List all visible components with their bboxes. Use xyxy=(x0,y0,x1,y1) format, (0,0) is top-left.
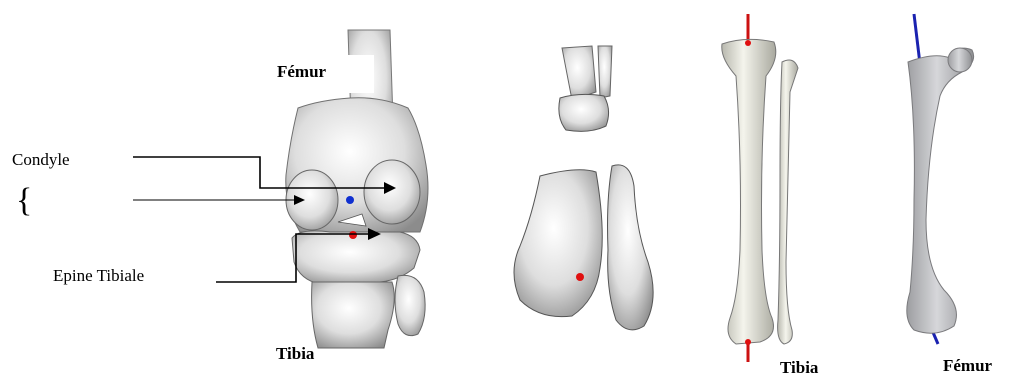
femur-label-top: Fémur xyxy=(277,62,326,82)
condyle-label: Condyle xyxy=(12,150,70,170)
epine-tibiale-label: Epine Tibiale xyxy=(53,266,144,286)
femur-axis-top xyxy=(914,14,920,64)
tibia-red-marker-bottom xyxy=(745,339,751,345)
red-marker xyxy=(349,231,357,239)
tibia-label-knee: Tibia xyxy=(276,344,314,364)
medial-condyle xyxy=(364,160,420,224)
condyle-brace: { xyxy=(16,184,32,218)
femur-illustration xyxy=(907,14,974,344)
ankle-illustration xyxy=(514,46,653,330)
tibia-fibula-illustration xyxy=(722,14,798,362)
tibia-label-right: Tibia xyxy=(780,358,818,378)
blue-marker xyxy=(346,196,354,204)
ankle-red-marker xyxy=(576,273,584,281)
femur-label-right: Fémur xyxy=(943,356,992,376)
tibia-red-marker-top xyxy=(745,40,751,46)
